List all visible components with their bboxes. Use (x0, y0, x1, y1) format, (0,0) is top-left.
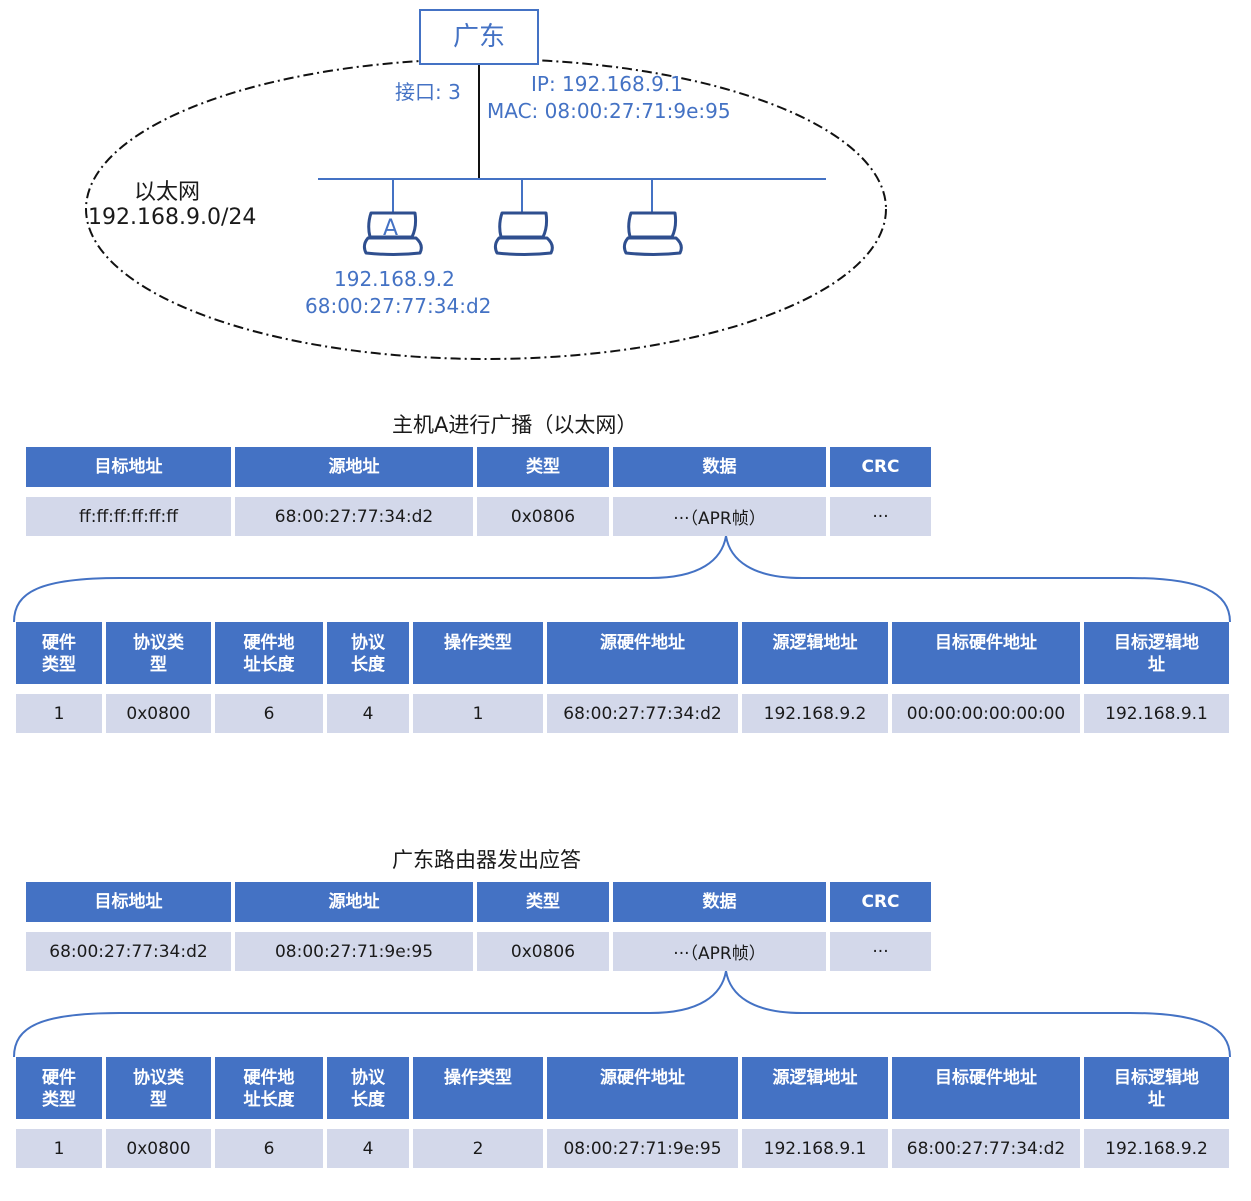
arp-header-cell: 硬件地址长度 (215, 622, 323, 684)
arp-value-cell: 4 (327, 694, 409, 733)
arp-value-cell: 4 (327, 1129, 409, 1168)
frame-header-cell: 目标地址 (26, 882, 231, 922)
computer-icon (622, 211, 683, 256)
router-mac: MAC: 08:00:27:71:9e:95 (487, 99, 731, 123)
frame-header-cell: 类型 (477, 882, 609, 922)
arp-value-cell: 6 (215, 694, 323, 733)
host-a-mac: 68:00:27:77:34:d2 (305, 294, 492, 318)
arp-header-cell: 目标硬件地址 (892, 1057, 1080, 1119)
arp-header-cell: 硬件类型 (16, 1057, 102, 1119)
expand-brace (13, 970, 1231, 1058)
arp-value-cell: 192.168.9.2 (1084, 1129, 1229, 1168)
router-box: 广东 (419, 9, 539, 65)
frame-header-cell: 源地址 (235, 447, 473, 487)
frame-value-cell: 68:00:27:77:34:d2 (26, 932, 231, 971)
arp-value-cell: 1 (413, 694, 543, 733)
computer-icon (362, 211, 423, 256)
arp-header-cell: 源逻辑地址 (742, 1057, 888, 1119)
arp-header-cell: 协议类型 (106, 622, 211, 684)
host-a-ip: 192.168.9.2 (334, 267, 455, 291)
frame-header-cell: 源地址 (235, 882, 473, 922)
arp-value-cell: 0x0800 (106, 1129, 211, 1168)
frame-header-cell: 目标地址 (26, 447, 231, 487)
frame-value-cell: ··· (830, 497, 931, 536)
arp-header-cell: 目标硬件地址 (892, 622, 1080, 684)
frame-header-cell: 数据 (613, 882, 826, 922)
frame-value-cell: 08:00:27:71:9e:95 (235, 932, 473, 971)
frame-header-cell: CRC (830, 882, 931, 922)
arp-header-cell: 协议长度 (327, 1057, 409, 1119)
frame-value-cell: ···（APR帧） (613, 932, 826, 971)
arp-header-cell: 硬件类型 (16, 622, 102, 684)
frame-header-cell: 数据 (613, 447, 826, 487)
arp-header-cell: 硬件地址长度 (215, 1057, 323, 1119)
arp-value-cell: 08:00:27:71:9e:95 (547, 1129, 738, 1168)
frame-header-cell: 类型 (477, 447, 609, 487)
host-a-label: A (383, 216, 399, 241)
broadcast-title: 主机A进行广播（以太网） (392, 413, 638, 437)
arp-value-cell: 0x0800 (106, 694, 211, 733)
expand-brace (13, 535, 1231, 623)
frame-value-cell: 0x0806 (477, 497, 609, 536)
arp-header-cell: 源硬件地址 (547, 622, 738, 684)
arp-value-cell: 1 (16, 694, 102, 733)
frame-value-cell: ff:ff:ff:ff:ff:ff (26, 497, 231, 536)
arp-header-cell: 源硬件地址 (547, 1057, 738, 1119)
arp-value-cell: 68:00:27:77:34:d2 (547, 694, 738, 733)
reply-title: 广东路由器发出应答 (392, 848, 581, 872)
arp-value-cell: 192.168.9.1 (742, 1129, 888, 1168)
arp-header-cell: 目标逻辑地址 (1084, 622, 1229, 684)
arp-value-cell: 192.168.9.1 (1084, 694, 1229, 733)
interface-label: 接口: 3 (395, 80, 461, 104)
frame-value-cell: ···（APR帧） (613, 497, 826, 536)
arp-value-cell: 2 (413, 1129, 543, 1168)
arp-value-cell: 6 (215, 1129, 323, 1168)
arp-header-cell: 操作类型 (413, 1057, 543, 1119)
arp-value-cell: 00:00:00:00:00:00 (892, 694, 1080, 733)
lan-subnet: 192.168.9.0/24 (88, 205, 257, 230)
frame-value-cell: 68:00:27:77:34:d2 (235, 497, 473, 536)
lan-name: 以太网 (134, 180, 201, 205)
arp-value-cell: 68:00:27:77:34:d2 (892, 1129, 1080, 1168)
frame-value-cell: 0x0806 (477, 932, 609, 971)
frame-value-cell: ··· (830, 932, 931, 971)
arp-header-cell: 协议类型 (106, 1057, 211, 1119)
arp-header-cell: 源逻辑地址 (742, 622, 888, 684)
frame-header-cell: CRC (830, 447, 931, 487)
arp-header-cell: 操作类型 (413, 622, 543, 684)
arp-value-cell: 192.168.9.2 (742, 694, 888, 733)
arp-header-cell: 协议长度 (327, 622, 409, 684)
router-ip: IP: 192.168.9.1 (531, 72, 683, 96)
computer-icon (493, 211, 554, 256)
arp-header-cell: 目标逻辑地址 (1084, 1057, 1229, 1119)
arp-value-cell: 1 (16, 1129, 102, 1168)
